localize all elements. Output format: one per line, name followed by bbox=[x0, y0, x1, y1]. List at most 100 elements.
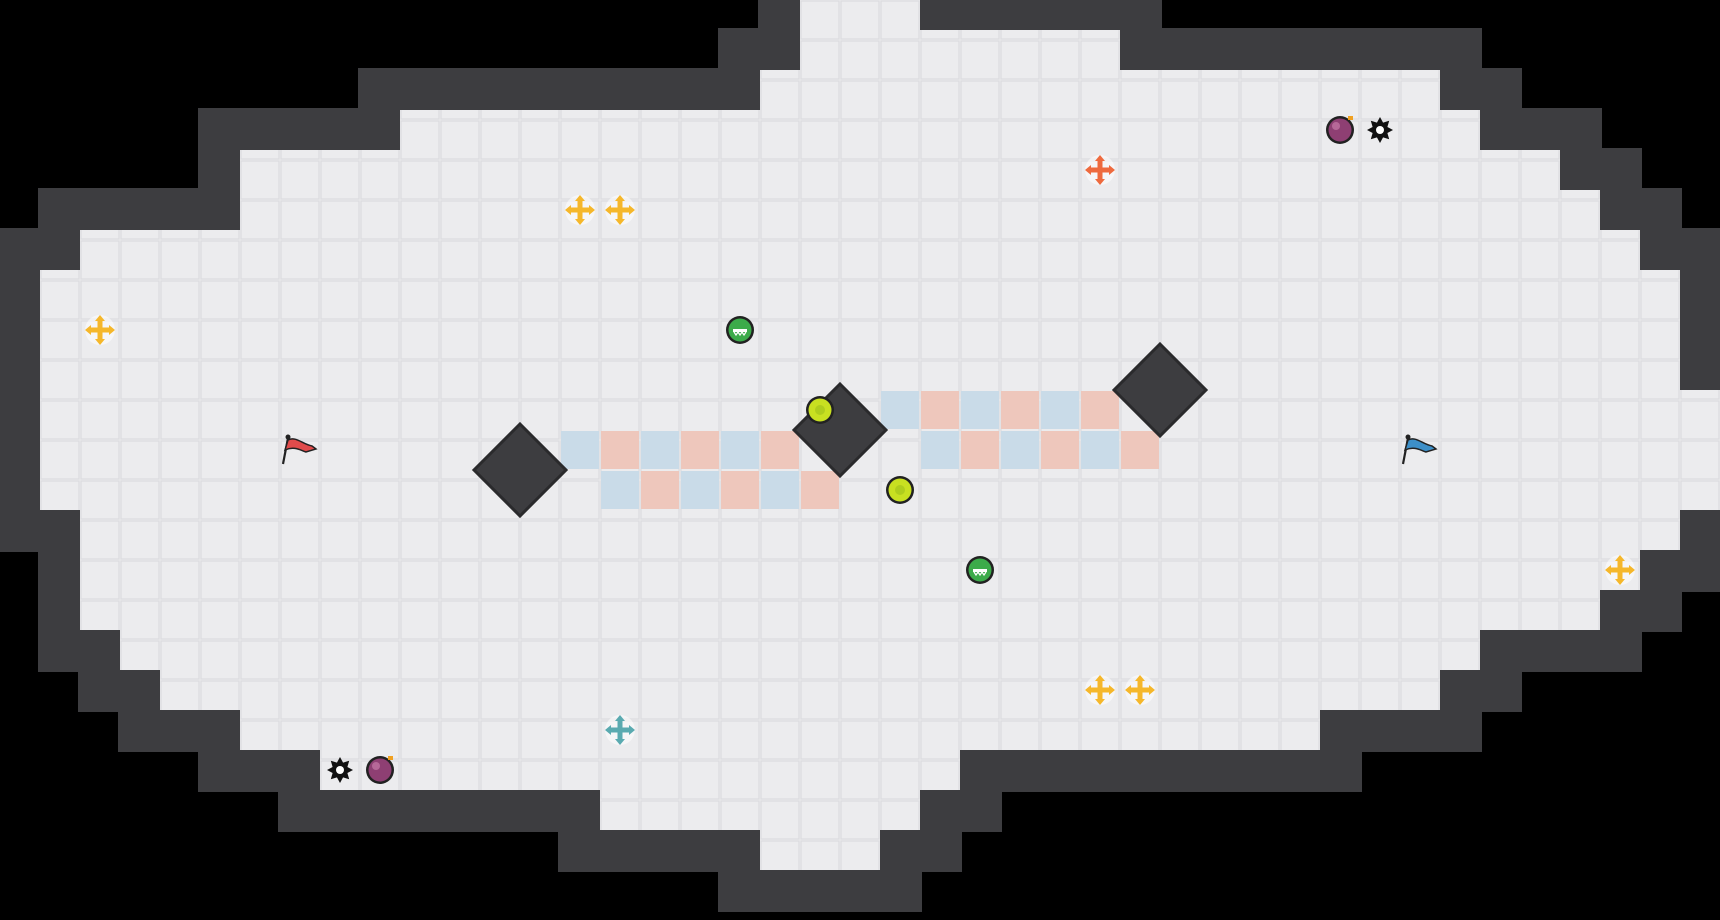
blue-team-tile bbox=[1001, 431, 1039, 469]
boost-arrow bbox=[1629, 565, 1635, 575]
wall-tile bbox=[1158, 748, 1202, 792]
wall-tile bbox=[998, 0, 1042, 32]
blue-team-tile bbox=[601, 471, 639, 509]
bomb-highlight bbox=[372, 762, 380, 770]
wall-tile bbox=[718, 868, 762, 912]
wall-tile bbox=[0, 308, 42, 352]
floor-row bbox=[40, 270, 1680, 310]
boost-arrow bbox=[1109, 685, 1115, 695]
powerup-icon bbox=[726, 316, 754, 344]
flag-pole-top bbox=[1405, 434, 1411, 440]
wall-tile bbox=[0, 268, 42, 312]
powerup-zigzag bbox=[733, 330, 747, 337]
floor-row bbox=[800, 30, 1120, 70]
wall-tile bbox=[38, 548, 82, 592]
wall-tile bbox=[1038, 0, 1082, 32]
boost-arrow bbox=[1085, 685, 1091, 695]
flag-cloth bbox=[283, 438, 318, 453]
wall-tile bbox=[838, 868, 882, 912]
flag-pole-top bbox=[285, 434, 291, 440]
wall-tile bbox=[38, 188, 82, 232]
red-team-tile bbox=[761, 431, 799, 469]
bomb-core bbox=[1328, 118, 1352, 142]
wall-tile bbox=[1678, 308, 1720, 352]
red-team-tile bbox=[1081, 391, 1119, 429]
floor-row bbox=[240, 710, 1320, 750]
entity-layer bbox=[85, 116, 1635, 784]
wall-tile bbox=[918, 0, 962, 32]
wall-tile bbox=[598, 68, 642, 112]
wall-tile bbox=[318, 108, 362, 152]
blue-team-tile bbox=[921, 431, 959, 469]
wall-tile bbox=[1278, 748, 1322, 792]
wall-tile bbox=[1238, 28, 1282, 72]
yellow-boost-icon bbox=[565, 195, 595, 225]
wall-tile bbox=[38, 508, 82, 552]
wall-tile bbox=[1678, 348, 1720, 392]
blue-flag-icon bbox=[1401, 434, 1438, 465]
blue-boost-icon bbox=[605, 715, 635, 745]
diamond-block-layer bbox=[471, 341, 1209, 519]
boost-arrow bbox=[1135, 699, 1145, 705]
wall-tile bbox=[198, 108, 242, 152]
floor-row bbox=[240, 190, 1600, 230]
boost-arrow bbox=[1085, 165, 1091, 175]
boost-bar bbox=[1097, 678, 1103, 702]
wall-tile bbox=[238, 108, 282, 152]
floor-row bbox=[40, 470, 1720, 510]
bomb-icon bbox=[1326, 116, 1354, 144]
bomb-fuse bbox=[1348, 116, 1353, 120]
red-team-tile bbox=[1121, 431, 1159, 469]
wall-tile bbox=[1118, 28, 1162, 72]
wall-diamond-block bbox=[1111, 341, 1209, 439]
wall-tile bbox=[278, 748, 322, 792]
wall-tile bbox=[1718, 508, 1720, 552]
wall-tile bbox=[558, 788, 602, 832]
wall-tile bbox=[918, 788, 962, 832]
wall-tile bbox=[1278, 28, 1322, 72]
wall-tile bbox=[598, 828, 642, 872]
wall-tile bbox=[1678, 508, 1720, 552]
wall-tile bbox=[1638, 548, 1682, 592]
blue-team-tile bbox=[1081, 431, 1119, 469]
button-icon[interactable] bbox=[886, 476, 914, 504]
wall-tile bbox=[398, 68, 442, 112]
wall-tile bbox=[238, 748, 282, 792]
wall-tile bbox=[198, 748, 242, 792]
wall-tile bbox=[78, 188, 122, 232]
wall-tile bbox=[198, 188, 242, 232]
wall-tile bbox=[1638, 228, 1682, 272]
wall-tile bbox=[0, 228, 42, 272]
floor-row bbox=[80, 550, 1640, 590]
boost-arrow bbox=[605, 205, 611, 215]
powerup-band bbox=[733, 329, 747, 332]
button-shade bbox=[895, 485, 905, 495]
boost-arrow bbox=[615, 195, 625, 201]
boost-bar bbox=[97, 318, 103, 342]
wall-tile bbox=[1558, 628, 1602, 672]
wall-tile bbox=[478, 788, 522, 832]
wall-tile bbox=[1638, 188, 1682, 232]
boost-bar bbox=[1137, 678, 1143, 702]
boost-arrow bbox=[1125, 685, 1131, 695]
wall-tile bbox=[958, 748, 1002, 792]
boost-arrow bbox=[1095, 675, 1105, 681]
boost-arrow bbox=[575, 219, 585, 225]
boost-bar bbox=[577, 198, 583, 222]
boost-arrow bbox=[615, 715, 625, 721]
floor-row bbox=[600, 790, 920, 830]
boost-arrow bbox=[615, 219, 625, 225]
wall-tile bbox=[558, 828, 602, 872]
wall-tile bbox=[1598, 148, 1642, 192]
powerup-band bbox=[973, 569, 987, 572]
bomb-fuse bbox=[388, 756, 393, 760]
boost-arrow bbox=[95, 339, 105, 345]
wall-tile bbox=[1598, 188, 1642, 232]
button-icon[interactable] bbox=[806, 396, 834, 424]
wall-tile bbox=[878, 868, 922, 912]
boost-bar bbox=[617, 718, 623, 742]
wall-tile bbox=[798, 868, 842, 912]
boost-arrow bbox=[589, 205, 595, 215]
wall-tile bbox=[1478, 628, 1522, 672]
wall-tile bbox=[1438, 708, 1482, 752]
